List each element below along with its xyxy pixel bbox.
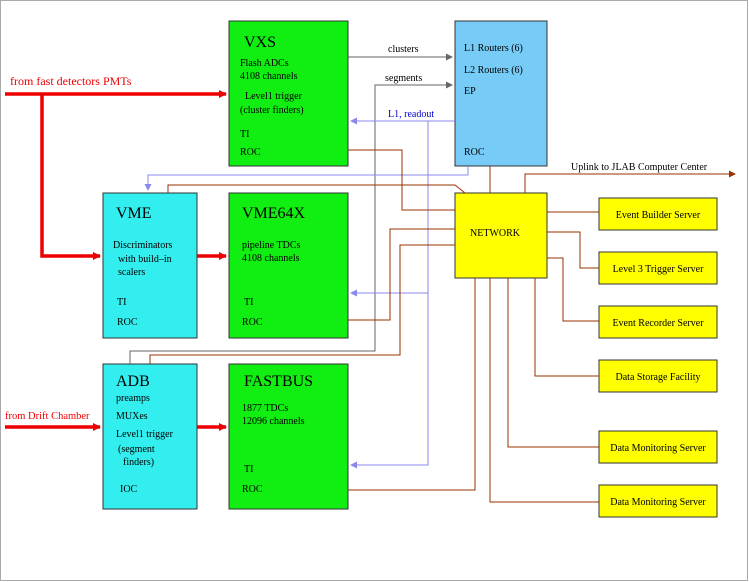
vme64x-box xyxy=(228,192,349,339)
l1-routers-box xyxy=(454,20,548,167)
server-label: Data Storage Facility xyxy=(616,372,701,383)
adb-line2: MUXes xyxy=(116,411,148,422)
fastbus-ti: TI xyxy=(244,464,253,475)
readout-label: L1, readout xyxy=(388,109,434,120)
fastbus-roc: ROC xyxy=(242,484,263,495)
red-signal-lines xyxy=(5,90,227,431)
clusters-label: clusters xyxy=(388,44,419,55)
l1-line1: L1 Routers (6) xyxy=(464,43,523,54)
vxs-line2: 4108 channels xyxy=(240,71,298,82)
vxs-box xyxy=(228,20,349,167)
server-label: Data Monitoring Server xyxy=(610,443,706,454)
vme64x-roc: ROC xyxy=(242,317,263,328)
vme-title: VME xyxy=(116,205,152,222)
vxs-ti: TI xyxy=(240,129,249,140)
adb-line1: preamps xyxy=(116,393,150,404)
fastbus-box xyxy=(228,363,349,510)
server-label: Event Builder Server xyxy=(616,210,701,221)
vme-line3: scalers xyxy=(118,267,145,278)
adb-line5: finders) xyxy=(123,457,154,468)
vme-roc: ROC xyxy=(117,317,138,328)
adb-line4: (segment xyxy=(118,444,155,455)
l1-line3: EP xyxy=(464,86,476,97)
adb-box xyxy=(102,363,198,510)
fastbus-title: FASTBUS xyxy=(244,373,313,390)
network-box xyxy=(454,192,548,279)
server-label: Level 3 Trigger Server xyxy=(613,264,704,275)
vme-line1: Discriminators xyxy=(113,240,173,251)
vme64x-line1: pipeline TDCs xyxy=(242,240,301,251)
server-box-event-recorder xyxy=(598,305,718,339)
gray-data-links xyxy=(129,53,453,364)
vxs-title: VXS xyxy=(244,34,276,51)
vme64x-ti: TI xyxy=(244,297,253,308)
uplink-label: Uplink to JLAB Computer Center xyxy=(571,162,708,173)
adb-title: ADB xyxy=(116,373,150,390)
vxs-line1: Flash ADCs xyxy=(240,58,289,69)
fastbus-line2: 12096 channels xyxy=(242,416,305,427)
segments-label: segments xyxy=(385,73,422,84)
server-label: Event Recorder Server xyxy=(612,318,704,329)
network-label: NETWORK xyxy=(470,228,521,239)
server-label: Data Monitoring Server xyxy=(610,497,706,508)
vme-line2: with build–in xyxy=(118,254,172,265)
adb-line3: Level1 trigger xyxy=(116,429,174,440)
vxs-line4: (cluster finders) xyxy=(240,105,304,116)
blue-readout-lines xyxy=(144,117,469,469)
vme-box xyxy=(102,192,198,339)
drift-input-label: from Drift Chamber xyxy=(5,411,90,422)
brown-network-links xyxy=(149,149,736,503)
vme-ti: TI xyxy=(117,297,126,308)
vme64x-title: VME64X xyxy=(242,205,306,222)
vme64x-line2: 4108 channels xyxy=(242,253,300,264)
server-box-event-builder xyxy=(598,197,718,231)
vxs-roc: ROC xyxy=(240,147,261,158)
adb-ioc: IOC xyxy=(120,484,138,495)
l1-line2: L2 Routers (6) xyxy=(464,65,523,76)
l1-roc: ROC xyxy=(464,147,485,158)
server-box-storage xyxy=(598,359,718,393)
server-box-monitoring-2 xyxy=(598,484,718,518)
pmt-input-label: from fast detectors PMTs xyxy=(10,74,132,88)
vxs-line3: Level1 trigger xyxy=(245,91,303,102)
fastbus-line1: 1877 TDCs xyxy=(242,403,288,414)
server-box-level3 xyxy=(598,251,718,285)
